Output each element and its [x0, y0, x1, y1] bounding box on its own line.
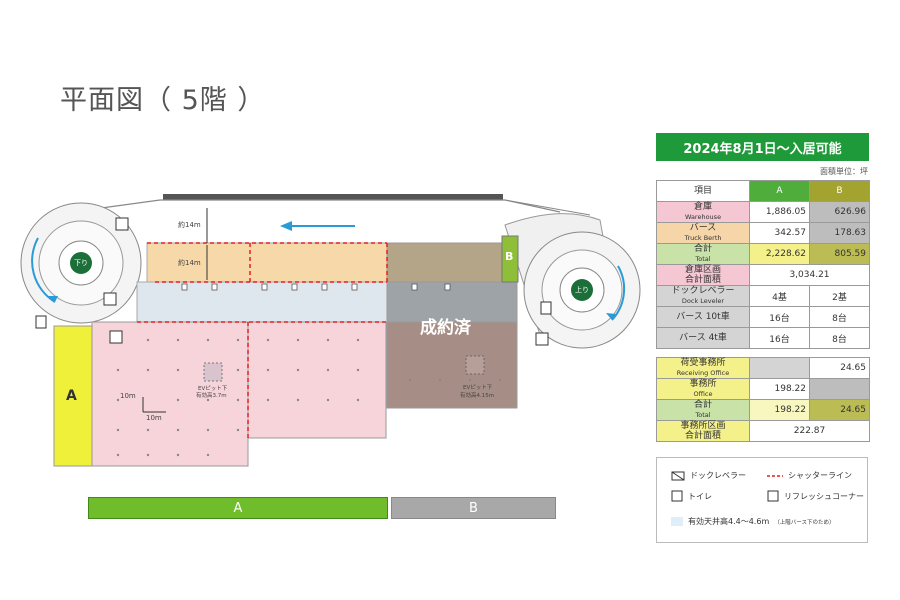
cell-a: 1,886.05 [749, 201, 810, 223]
zone-a-warehouse-right [247, 321, 387, 439]
dock-leveler-icon [671, 471, 685, 480]
page-title: 平面図（ 5階 ） [60, 85, 266, 116]
zone-a-office [53, 325, 93, 467]
ramp-down-icon [70, 252, 92, 274]
table-row: バース 4t車 16台 8台 [656, 327, 870, 349]
ev-pit-b-label: EVピット下 [463, 385, 493, 391]
ramp-up-icon [571, 279, 593, 301]
availability-banner: 2024年8月1日～入居可能 [656, 133, 869, 161]
cell-a: 16台 [749, 306, 810, 328]
cell-b: 805.59 [809, 243, 870, 265]
zone-b-map-label: B [505, 250, 514, 263]
ev-pit-b-height: 有効高4.15m [460, 393, 495, 399]
table-row: 事務所区画合計面積 222.87 [656, 420, 870, 442]
cell-a: 342.57 [749, 222, 810, 244]
cell-a: 16台 [749, 327, 810, 349]
cell-a: 4基 [749, 285, 810, 307]
ramp-up [504, 213, 641, 349]
traffic-arrow [280, 221, 355, 231]
unit-note: 面積単位：坪 [820, 167, 868, 176]
cell-b: 8台 [809, 327, 870, 349]
cell-merged: 222.87 [749, 420, 870, 442]
zone-a-bar: A [88, 497, 388, 519]
zone-b-office [501, 235, 519, 283]
zone-b-dock-strip [386, 281, 518, 323]
toilet-icon [671, 490, 683, 502]
table-row: バース 10t車 16台 8台 [656, 306, 870, 328]
cell-merged: 3,034.21 [749, 264, 870, 286]
table-header: 項目 A B [656, 180, 870, 202]
zone-a-warehouse-left [91, 321, 249, 467]
dimension-label-10m-h: 10m [146, 414, 162, 422]
zone-a-map-label: A [66, 388, 77, 404]
legend-dock-leveler: ドックレベラー [671, 470, 746, 481]
legend-refresh: リフレッシュコーナー [767, 490, 864, 502]
ev-pit-a-height: 有効高3.7m [196, 393, 227, 399]
contracted-label: 成約済 [420, 318, 471, 338]
cell-b: 8台 [809, 306, 870, 328]
cell-b: 24.65 [809, 399, 870, 421]
legend-ceiling: 有効天井高4.4～4.6m （上階バース下のため） [671, 516, 834, 527]
ev-pit-a [203, 362, 223, 382]
table-row: 倉庫区画合計面積 3,034.21 [656, 264, 870, 286]
dimension-label-top: 約14m [178, 221, 201, 229]
zone-b-berth [386, 242, 503, 283]
header-item: 項目 [656, 180, 750, 202]
cell-a: 198.22 [749, 378, 810, 400]
cell-b: 24.65 [809, 357, 870, 379]
header-a: A [749, 180, 810, 202]
dimension-lines [142, 208, 208, 413]
refresh-corner-icon [767, 490, 779, 502]
ev-pit-a-label: EVピット下 [198, 386, 228, 392]
column-grid [116, 338, 502, 457]
ramp-up-label: 上り [575, 286, 589, 294]
ceiling-swatch [671, 517, 683, 526]
refresh-corner-icon [35, 301, 552, 329]
cell-b [809, 378, 870, 400]
ev-pit-b [465, 355, 485, 375]
header-b: B [809, 180, 870, 202]
dock-levelers [181, 283, 451, 291]
dimension-label-mid: 約14m [178, 259, 201, 267]
cell-a [749, 357, 810, 379]
top-louver [163, 194, 503, 200]
zone-b-bar: B [391, 497, 556, 519]
cell-b: 2基 [809, 285, 870, 307]
toilet-icon [103, 217, 549, 346]
cell-a: 198.22 [749, 399, 810, 421]
ramp-down-label: 下り [74, 259, 88, 267]
zone-b-warehouse [386, 321, 518, 409]
dimension-label-10m-v: 10m [120, 392, 136, 400]
cell-a: 2,228.62 [749, 243, 810, 265]
shutter-line-icon [767, 474, 783, 477]
legend-toilet: トイレ [671, 490, 712, 502]
legend-shutter-line: シャッターライン [767, 470, 852, 481]
cell-b: 626.96 [809, 201, 870, 223]
shutter-lines [137, 242, 388, 440]
cell-b: 178.63 [809, 222, 870, 244]
legend: ドックレベラー シャッターライン トイレ リフレッシュコーナー 有効天井高4.4… [656, 457, 868, 543]
